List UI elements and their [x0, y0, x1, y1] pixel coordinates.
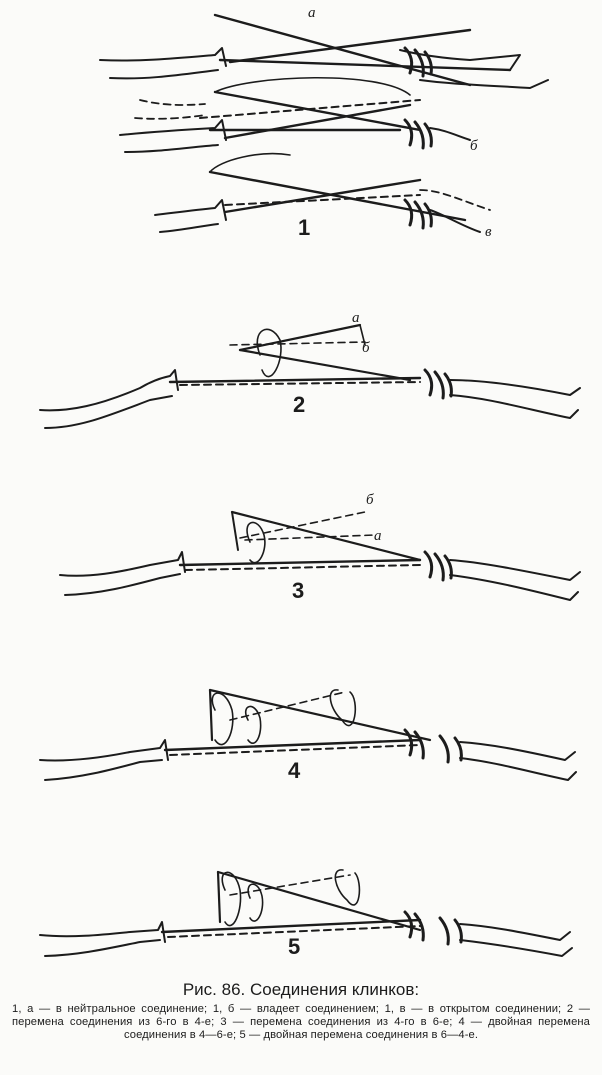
figure-4: 4	[0, 680, 602, 800]
figure-4-drawing	[39, 688, 577, 781]
figure-1-number: 1	[298, 215, 311, 240]
figure-2: а б 2	[0, 300, 602, 440]
figure-3-number: 3	[292, 578, 305, 603]
figure-1-letter-v: в	[485, 224, 492, 240]
figure-5: 5	[0, 860, 602, 970]
figure-3-letter-a: а	[374, 528, 382, 544]
figure-2-number: 2	[293, 392, 306, 417]
figure-4-number: 4	[288, 758, 301, 783]
figure-2-letter-a: а	[352, 310, 360, 326]
figure-5-number: 5	[288, 934, 301, 959]
figure-caption: Рис. 86. Соединения клинков: 1, а — в не…	[0, 980, 602, 1042]
figure-3-letter-b: б	[366, 492, 374, 508]
figure-5-drawing	[39, 869, 573, 957]
figure-2-drawing	[39, 323, 581, 429]
figure-1-letter-b: б	[470, 138, 478, 154]
caption-title: Рис. 86. Соединения клинков:	[182, 980, 420, 999]
figure-1: а б в 1	[0, 0, 602, 260]
figure-3: б а 3	[0, 490, 602, 620]
figure-2-letter-b: б	[362, 340, 370, 356]
caption-text: 1, а — в нейтральное соединение; 1, б — …	[12, 1003, 590, 1041]
figure-3-drawing	[59, 510, 581, 601]
figure-1-letter-a: а	[308, 5, 316, 21]
figure-1-drawing	[99, 13, 549, 233]
